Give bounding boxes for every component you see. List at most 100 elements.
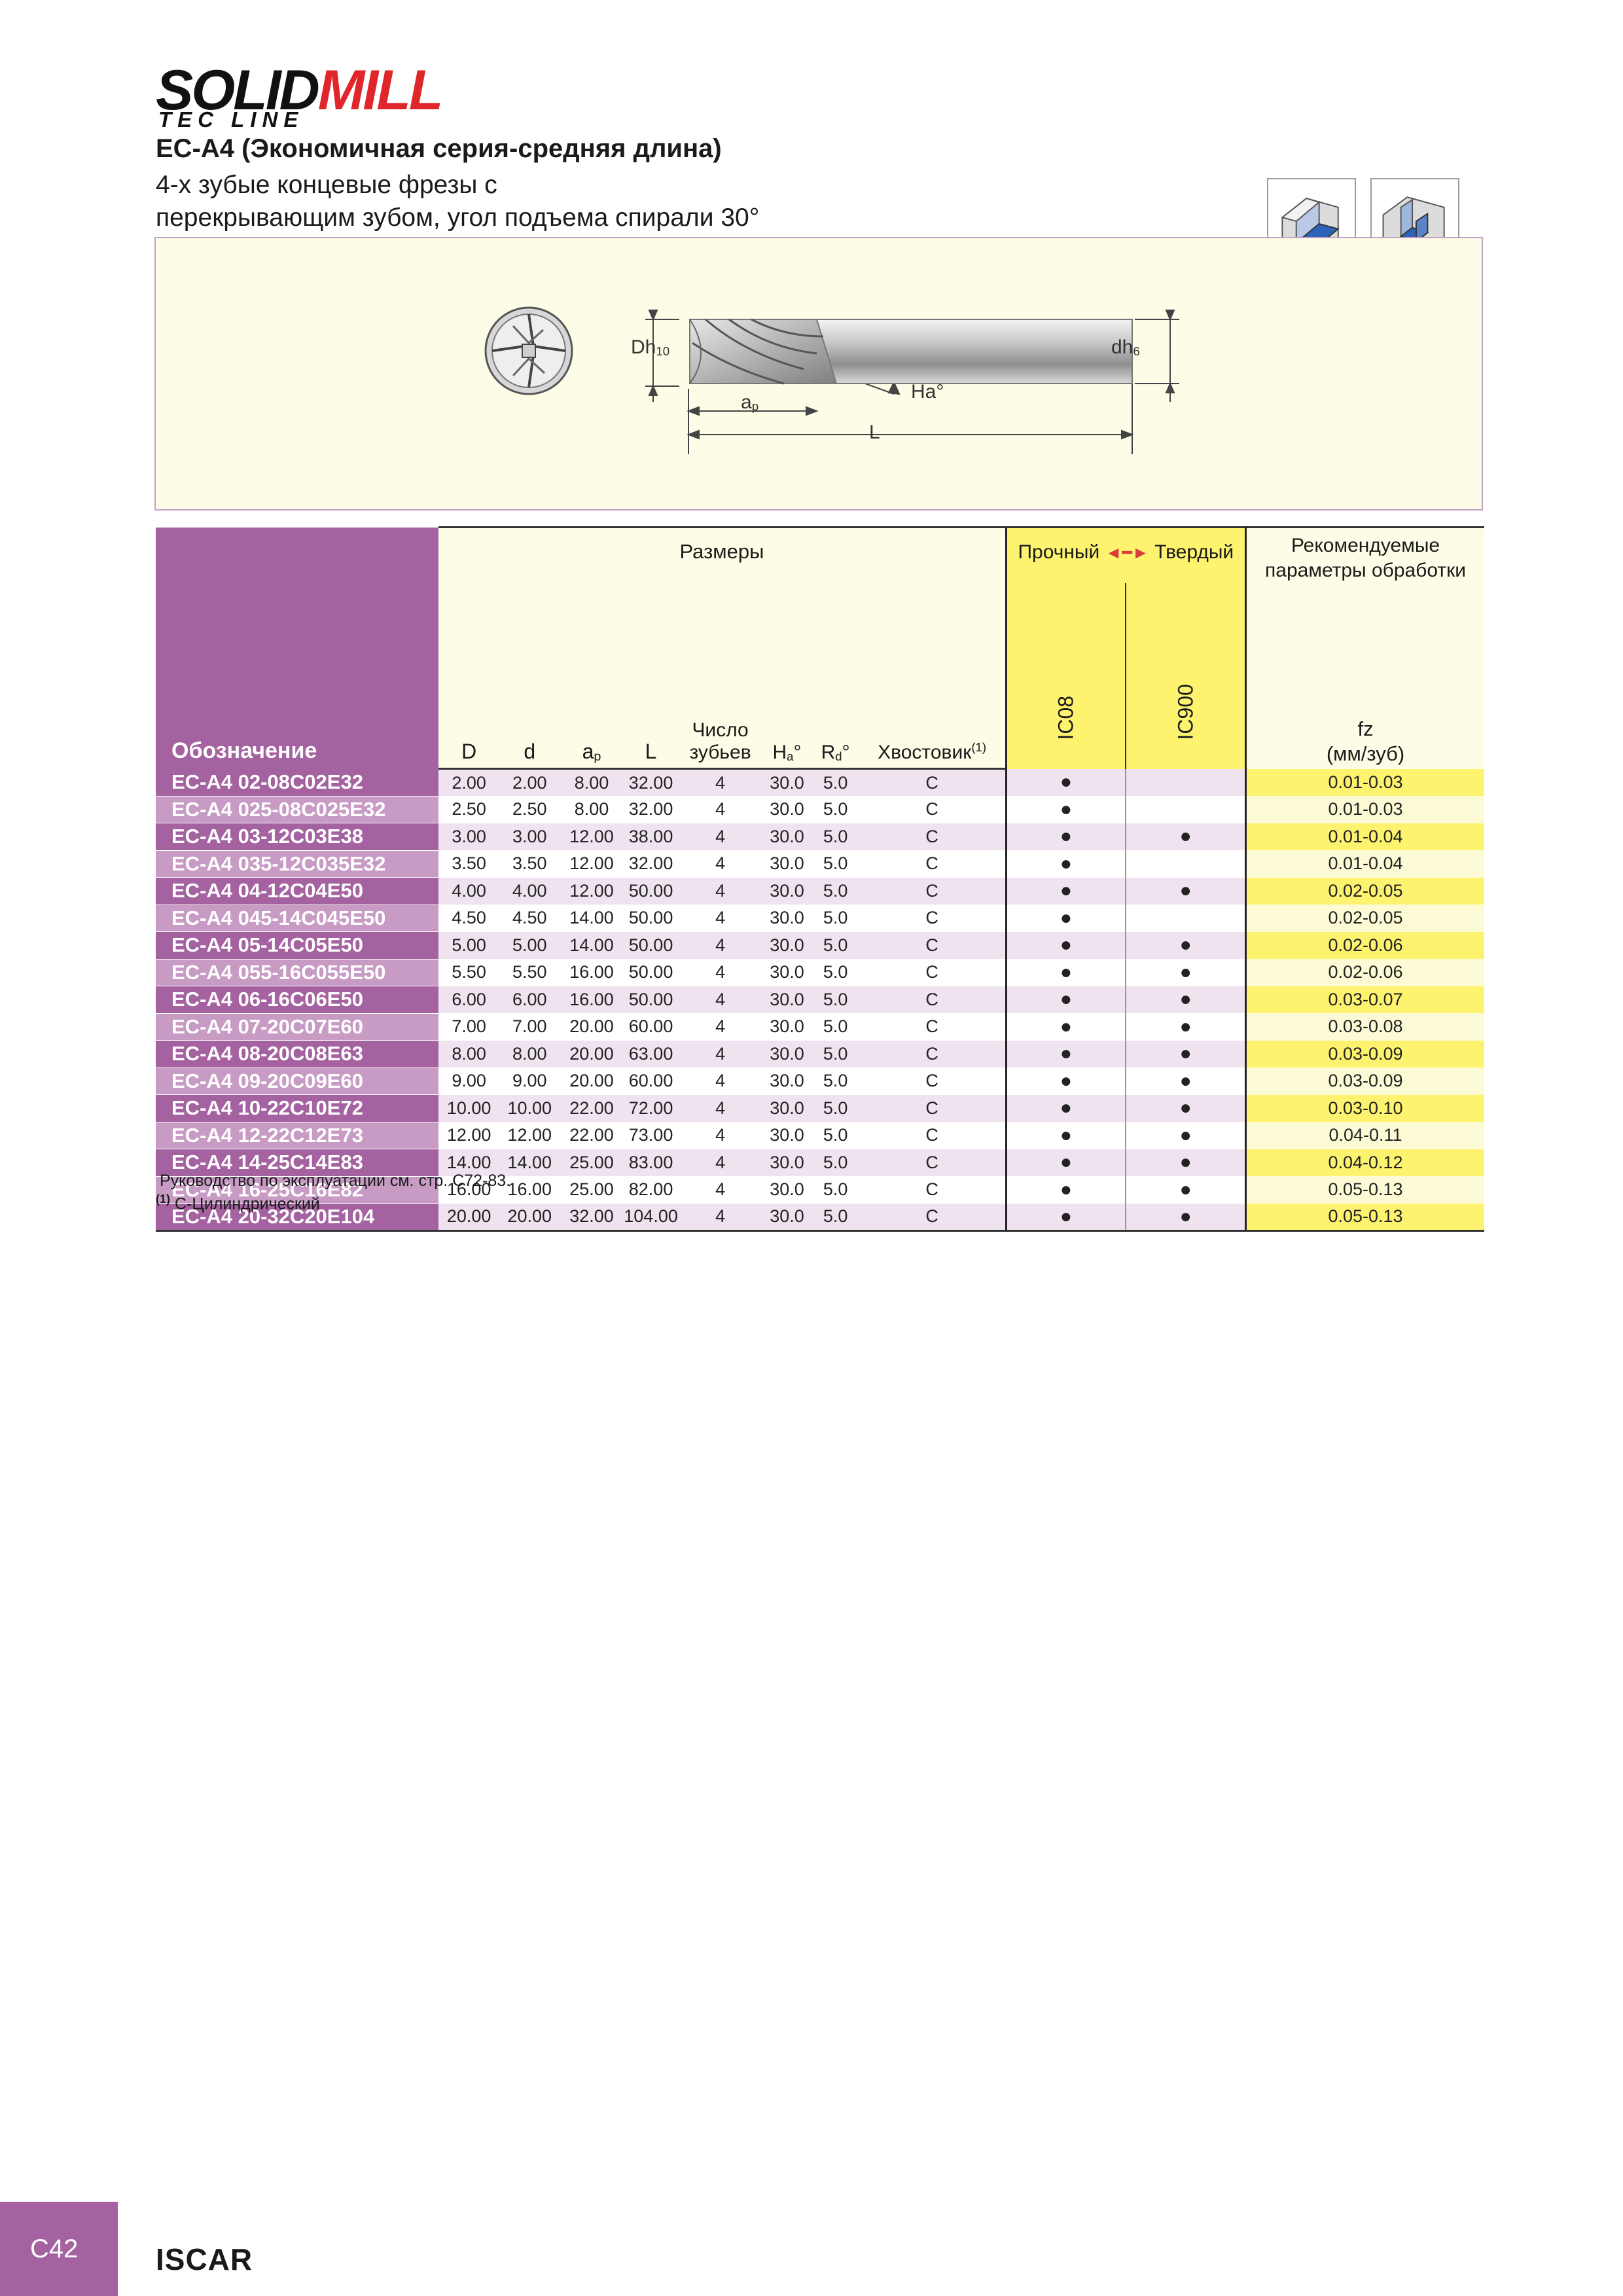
header-ap: ap [560,719,624,770]
cell-teeth: 4 [678,796,762,823]
cell-ap: 22.00 [560,1094,624,1122]
cell-D: 16.00 [438,1176,499,1204]
cell-L: 82.00 [623,1176,679,1204]
cell-ic900: ● [1125,877,1247,905]
end-view-icon [484,306,573,395]
cell-shank: C [859,959,1007,986]
cell-rd: 5.0 [812,850,859,878]
cell-rd: 5.0 [812,877,859,905]
cell-L: 72.00 [623,1094,679,1122]
cell-rd: 5.0 [812,823,859,850]
cell-designation: EC-A4 025-08C025E32 [156,796,439,823]
cell-D: 3.50 [438,850,499,878]
cell-ic900 [1125,768,1247,796]
cell-shank: C [859,1122,1007,1149]
cell-L: 50.00 [623,931,679,959]
cell-ap: 32.00 [560,1203,624,1232]
cell-fz: 0.02-0.06 [1245,931,1484,959]
cell-ic08: ● [1005,1067,1126,1095]
cell-ic900: ● [1125,1040,1247,1067]
cell-shank: C [859,931,1007,959]
cell-designation: EC-A4 07-20C07E60 [156,1013,439,1041]
header-fz: fz(мм/зуб) [1245,583,1484,769]
cell-rd: 5.0 [812,986,859,1013]
cell-ic08: ● [1005,959,1126,986]
cell-ha: 30.0 [762,850,812,878]
cell-L: 32.00 [623,850,679,878]
cell-ap: 25.00 [560,1176,624,1204]
double-arrow-icon: ◄━► [1105,543,1149,562]
cell-fz: 0.03-0.08 [1245,1013,1484,1041]
cell-d: 4.00 [499,877,560,905]
cell-ha: 30.0 [762,1176,812,1204]
cell-designation: EC-A4 03-12C03E38 [156,823,439,851]
cell-ap: 20.00 [560,1013,624,1041]
header-d: d [499,719,560,770]
cell-ha: 30.0 [762,1122,812,1149]
cell-ha: 30.0 [762,823,812,850]
cell-teeth: 4 [678,1176,762,1204]
cell-D: 12.00 [438,1122,499,1149]
cell-L: 60.00 [623,1067,679,1095]
cell-ic08: ● [1005,1122,1126,1149]
cell-designation: EC-A4 04-12C04E50 [156,877,439,905]
cell-d: 6.00 [499,986,560,1013]
cell-designation: EC-A4 12-22C12E73 [156,1122,439,1149]
cell-teeth: 4 [678,986,762,1013]
cell-ha: 30.0 [762,986,812,1013]
cell-ic08: ● [1005,877,1126,905]
cell-shank: C [859,1013,1007,1041]
cell-designation: EC-A4 16-25C16E82 [156,1176,439,1204]
cell-shank: C [859,1094,1007,1122]
cell-d: 5.00 [499,931,560,959]
cell-rd: 5.0 [812,796,859,823]
cell-ic08: ● [1005,850,1126,878]
header-ha: Ha° [762,719,812,770]
cell-designation: EC-A4 035-12C035E32 [156,850,439,878]
cell-shank: C [859,1176,1007,1204]
cell-shank: C [859,1149,1007,1176]
cell-L: 73.00 [623,1122,679,1149]
tool-diagram: Dh10 dh6 ap Ha° L [154,237,1483,511]
cell-teeth: 4 [678,823,762,850]
cell-designation: EC-A4 02-08C02E32 [156,768,439,797]
cell-d: 14.00 [499,1149,560,1176]
cell-ic08: ● [1005,1013,1126,1041]
cell-ap: 14.00 [560,905,624,932]
cell-D: 20.00 [438,1203,499,1232]
cell-rd: 5.0 [812,1013,859,1041]
cell-rd: 5.0 [812,959,859,986]
series-title: EC-A4 (Экономичная серия-средняя длина) [156,134,722,163]
cell-ha: 30.0 [762,959,812,986]
cell-L: 83.00 [623,1149,679,1176]
cell-rd: 5.0 [812,1149,859,1176]
cell-rd: 5.0 [812,905,859,932]
cell-shank: C [859,905,1007,932]
cell-ic900: ● [1125,1013,1247,1041]
cell-fz: 0.03-0.09 [1245,1040,1484,1067]
cell-D: 4.00 [438,877,499,905]
cell-shank: C [859,1067,1007,1095]
cell-designation: EC-A4 08-20C08E63 [156,1040,439,1068]
cell-d: 2.00 [499,768,560,796]
cell-ic900 [1125,850,1247,878]
header-shank: Хвостовик(1) [859,719,1007,770]
cell-d: 3.50 [499,850,560,878]
cell-teeth: 4 [678,850,762,878]
cell-designation: EC-A4 20-32C20E104 [156,1203,439,1232]
cell-teeth: 4 [678,1040,762,1067]
cell-ha: 30.0 [762,1013,812,1041]
cell-ic08: ● [1005,986,1126,1013]
footer-brand: ISCAR [156,2242,253,2276]
cell-L: 32.00 [623,768,679,796]
cell-ic900: ● [1125,1067,1247,1095]
header-grade-ic08: IC08 [1005,583,1126,769]
logo-wordmark: SOLIDMILL [156,59,443,122]
header-D: D [438,719,499,770]
cell-ha: 30.0 [762,1067,812,1095]
cell-fz: 0.02-0.06 [1245,959,1484,986]
